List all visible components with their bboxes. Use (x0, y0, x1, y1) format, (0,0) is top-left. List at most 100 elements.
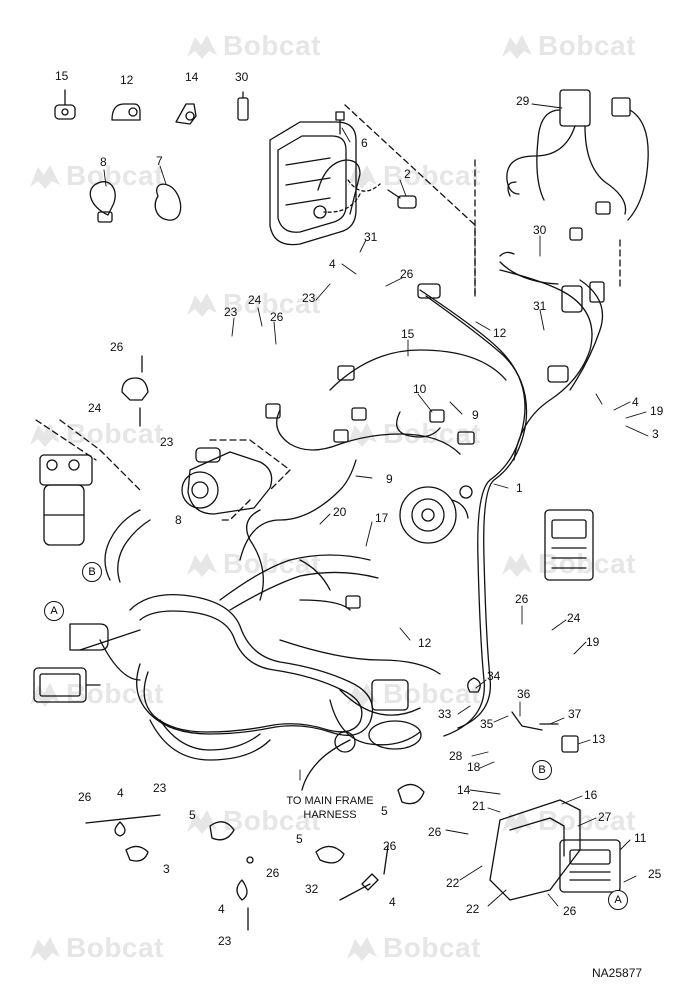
callout-4: 4 (632, 395, 639, 409)
callout-23: 23 (224, 305, 238, 319)
watermark: Bobcat (500, 548, 636, 580)
clip-12-drawing (111, 103, 141, 121)
bobcat-logo-icon (187, 35, 217, 59)
detail-marker-a: A (608, 890, 628, 910)
callout-26: 26 (400, 267, 414, 281)
callout-26: 26 (266, 866, 280, 880)
callout-11: 11 (634, 831, 647, 845)
connector-a-drawing (69, 623, 109, 651)
bobcat-logo-icon (30, 683, 60, 707)
callout-4: 4 (117, 786, 124, 800)
bobcat-logo-icon (187, 293, 217, 317)
callout-23: 23 (160, 435, 174, 449)
callout-36: 36 (517, 687, 531, 701)
callout-19: 19 (650, 404, 664, 418)
bobcat-logo-icon (30, 937, 60, 961)
callout-4: 4 (218, 902, 225, 916)
callout-26: 26 (428, 825, 442, 839)
callout-12: 12 (493, 326, 507, 340)
bobcat-logo-icon (502, 35, 532, 59)
harness-29-drawing (506, 89, 649, 241)
alternator-drawing (399, 485, 473, 544)
callout-3: 3 (652, 427, 659, 441)
callout-5: 5 (189, 808, 196, 822)
callout-24: 24 (567, 611, 581, 625)
callout-17: 17 (375, 511, 389, 525)
callout-24: 24 (88, 401, 102, 415)
loop-clamp-7 (154, 183, 182, 221)
watermark: Bobcat (345, 160, 481, 192)
relay-box-drawing (33, 667, 101, 703)
detail-marker-b: B (82, 562, 102, 582)
bobcat-logo-icon (347, 165, 377, 189)
callout-32: 32 (305, 882, 319, 896)
callout-26: 26 (78, 790, 92, 804)
starter-motor-drawing (181, 447, 273, 515)
callout-14: 14 (185, 70, 199, 84)
callout-21: 21 (472, 799, 486, 813)
bobcat-logo-icon (30, 423, 60, 447)
callout-10: 10 (413, 382, 427, 396)
sensor-2 (387, 189, 417, 209)
bobcat-logo-icon (30, 165, 60, 189)
callout-26: 26 (515, 592, 529, 606)
callout-3: 3 (163, 862, 170, 876)
callout-24: 24 (248, 293, 262, 307)
drawing-reference-id: NA25877 (592, 966, 643, 980)
controller-bracket-drawing (489, 799, 621, 901)
callout-26: 26 (270, 310, 284, 324)
callout-27: 27 (598, 810, 612, 824)
bracket-24-left (121, 377, 149, 401)
detail-marker-b: B (532, 760, 552, 780)
callout-15: 15 (401, 327, 415, 341)
callout-6: 6 (361, 136, 368, 150)
clip-14-drawing (175, 103, 197, 125)
callout-28: 28 (449, 749, 463, 763)
callout-29: 29 (516, 94, 530, 108)
callout-31: 31 (533, 299, 547, 313)
bobcat-logo-icon (502, 553, 532, 577)
bobcat-logo-icon (187, 553, 217, 577)
fuel-filter-drawing (39, 454, 93, 546)
watermark: Bobcat (185, 288, 321, 320)
callout-12: 12 (120, 73, 134, 87)
callout-5: 5 (381, 804, 388, 818)
callout-9: 9 (472, 408, 479, 422)
bobcat-logo-icon (347, 423, 377, 447)
bobcat-logo-icon (347, 683, 377, 707)
callout-19: 19 (586, 635, 600, 649)
callout-14: 14 (457, 783, 471, 797)
watermark: Bobcat (345, 932, 481, 964)
lower-harness-drawing (79, 459, 441, 791)
fuse-box-drawing (269, 121, 361, 246)
watermark: Bobcat (185, 805, 321, 837)
main-frame-harness-note: TO MAIN FRAME HARNESS (286, 795, 374, 821)
callout-13: 13 (592, 732, 606, 746)
callout-23: 23 (153, 781, 167, 795)
callout-12: 12 (418, 636, 432, 650)
clip-15-drawing (54, 89, 76, 120)
callout-34: 34 (487, 669, 501, 683)
callout-33: 33 (438, 707, 452, 721)
clip-30-drawing (237, 91, 249, 121)
callout-25: 25 (648, 867, 662, 881)
callout-30: 30 (235, 70, 249, 84)
callout-26: 26 (110, 340, 124, 354)
watermark: Bobcat (500, 30, 636, 62)
callout-37: 37 (568, 707, 582, 721)
callout-2: 2 (404, 167, 411, 181)
callout-35: 35 (480, 717, 494, 731)
watermark: Bobcat (345, 678, 481, 710)
callout-7: 7 (156, 154, 163, 168)
watermark: Bobcat (28, 160, 164, 192)
callout-26: 26 (563, 904, 577, 918)
ecu-drawing (544, 509, 594, 581)
callout-26: 26 (383, 839, 397, 853)
callout-4: 4 (329, 257, 336, 271)
callout-22: 22 (466, 902, 480, 916)
bobcat-logo-icon (347, 937, 377, 961)
callout-9: 9 (386, 472, 393, 486)
watermark: Bobcat (185, 30, 321, 62)
